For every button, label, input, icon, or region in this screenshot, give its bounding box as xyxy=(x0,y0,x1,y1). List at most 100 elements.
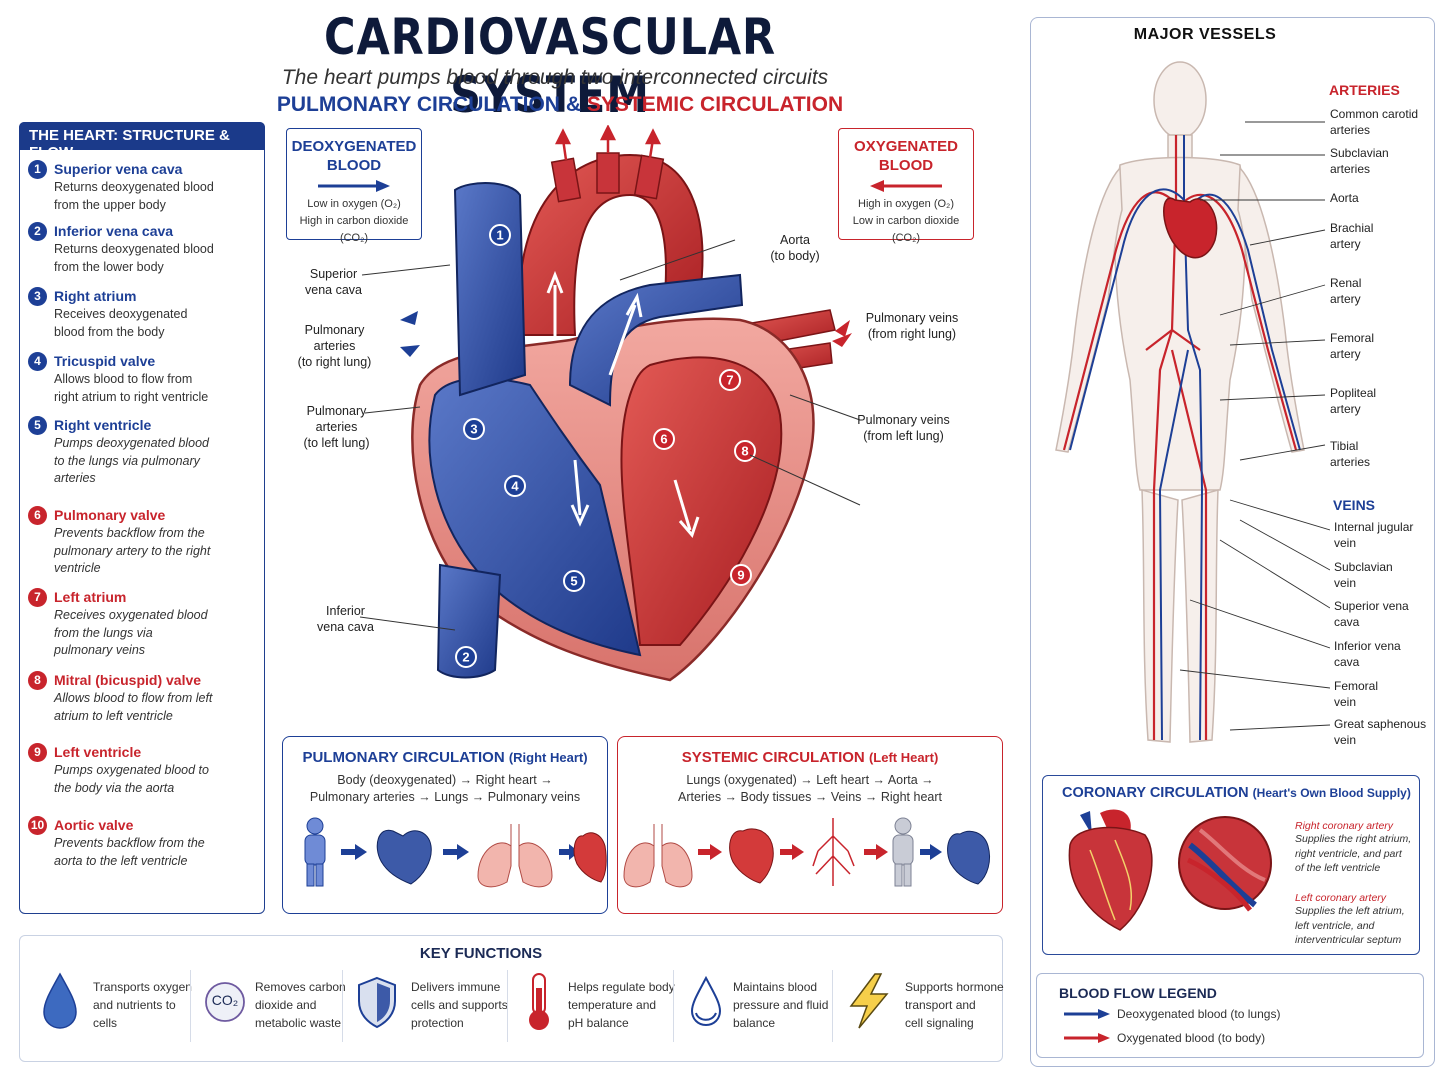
step-description: Allows blood to flow from right atrium t… xyxy=(54,372,209,404)
body-figure-icon xyxy=(304,817,326,887)
step-number-badge: 8 xyxy=(28,671,47,690)
arrow-icon xyxy=(864,844,888,860)
step-number-badge: 5 xyxy=(28,416,47,435)
aorta-branch xyxy=(596,152,620,194)
deoxy-title-1: DEOXYGENATED xyxy=(291,138,417,155)
vein-label: Femoral vein xyxy=(1334,679,1379,709)
aorta-branch xyxy=(633,154,665,200)
fluid-drop-icon xyxy=(690,975,722,1027)
left-chambers xyxy=(620,356,783,646)
vein-label: Superior vena cava xyxy=(1334,599,1409,629)
pa-left-label: Pulmonary arteries (to left lung) xyxy=(303,404,370,450)
step-description: Allows blood to flow from left atrium to… xyxy=(54,691,213,723)
body-figure-icon xyxy=(892,817,914,887)
function-temperature: Helps regulate body temperature and pH b… xyxy=(568,980,675,1030)
pulmonary-box-title: PULMONARY CIRCULATION (Right Heart) xyxy=(302,749,588,766)
deoxy-title-2: BLOOD xyxy=(326,157,382,174)
leader-lines xyxy=(359,239,861,631)
oxy-title-2: BLOOD xyxy=(878,157,934,174)
pulmonary-flow-line-2: Pulmonary arteries → Lungs → Pulmonary v… xyxy=(309,790,581,804)
vein-label: Inferior vena cava xyxy=(1334,639,1401,669)
oxy-title-1: OXYGENATED xyxy=(854,138,958,155)
deoxy-legend-arrow-icon xyxy=(1064,1009,1110,1019)
superior-vena-cava-shape xyxy=(453,182,527,397)
divider xyxy=(832,970,833,1042)
co2-icon xyxy=(205,982,245,1022)
oxy-line-1: High in oxygen (O₂) xyxy=(858,198,954,210)
vein-label: Great saphenous vein xyxy=(1334,717,1427,747)
major-vessels-title: MAJOR VESSELS xyxy=(1133,26,1277,43)
step-title: Aortic valve xyxy=(54,817,134,833)
step-description: Prevents backflow from the aorta to the … xyxy=(54,836,205,868)
coronary-circulation-box xyxy=(1042,775,1420,955)
lca-block: Left coronary artery Supplies the left a… xyxy=(1295,892,1420,948)
step-title: Right atrium xyxy=(54,288,137,304)
blue-heart-icon xyxy=(376,829,432,885)
arrow-icon xyxy=(443,844,469,860)
heart-marker-5: 5 xyxy=(563,570,585,592)
blue-heart-icon xyxy=(947,830,991,885)
vessel-leader-lines xyxy=(1179,121,1330,731)
co2-icon-label: CO₂ xyxy=(211,992,239,1008)
svg-text:3: 3 xyxy=(470,422,477,437)
artery-label: Brachial artery xyxy=(1330,221,1374,251)
function-transport: Transports oxygen and nutrients to cells xyxy=(93,980,192,1030)
oxy-arrow-icon xyxy=(870,180,942,192)
rca-title: Right coronary artery xyxy=(1295,820,1394,832)
lungs-icon xyxy=(623,824,693,888)
artery-label: Tibial arteries xyxy=(1330,439,1371,469)
capillaries-icon xyxy=(812,818,855,886)
step-number-badge: 3 xyxy=(28,287,47,306)
shield-icon xyxy=(358,976,396,1029)
heart-marker-7: 7 xyxy=(719,369,741,391)
flow-arrows xyxy=(546,270,700,538)
right-chambers xyxy=(428,377,642,657)
artery-label: Aorta xyxy=(1330,191,1359,205)
step-number-badge: 1 xyxy=(28,160,47,179)
oxy-legend-arrow-icon xyxy=(1064,1033,1110,1043)
svg-text:4: 4 xyxy=(511,479,519,494)
rca-block: Right coronary artery Supplies the right… xyxy=(1295,820,1420,876)
step-title: Left atrium xyxy=(54,589,127,605)
step-title: Left ventricle xyxy=(54,744,142,760)
vein-label: Internal jugular vein xyxy=(1334,520,1414,550)
svg-text:9: 9 xyxy=(737,568,744,583)
pulmonary-circulation-box: PULMONARY CIRCULATION (Right Heart) Body… xyxy=(282,736,608,914)
step-description: Returns deoxygenated blood from the lowe… xyxy=(54,242,214,274)
lightning-icon xyxy=(849,973,889,1029)
function-pressure: Maintains blood pressure and fluid balan… xyxy=(733,980,829,1030)
step-description: Receives deoxygenated blood from the bod… xyxy=(54,307,188,339)
deoxygenated-blood-box: DEOXYGENATED BLOOD Low in oxygen (O₂) Hi… xyxy=(286,128,422,244)
lca-title: Left coronary artery xyxy=(1295,892,1387,904)
systemic-box-title: SYSTEMIC CIRCULATION (Left Heart) xyxy=(681,749,939,766)
artery-lines xyxy=(1062,135,1298,740)
heart-marker-8: 8 xyxy=(734,440,756,462)
thermometer-icon xyxy=(529,973,549,1030)
heart-marker-9: 9 xyxy=(730,564,752,586)
heart-marker-3: 3 xyxy=(463,418,485,440)
divider xyxy=(342,970,343,1042)
step-number-badge: 10 xyxy=(28,816,47,835)
body-outline xyxy=(1055,61,1305,743)
arrow-icon xyxy=(780,844,804,860)
function-hormone: Supports hormone transport and cell sign… xyxy=(905,980,1004,1030)
artery-label: Common carotid arteries xyxy=(1330,107,1419,137)
svg-text:1: 1 xyxy=(496,228,503,243)
systemic-circuit-label: SYSTEMIC CIRCULATION xyxy=(586,93,844,116)
legend-deoxy: Deoxygenated blood (to lungs) xyxy=(1117,1007,1281,1021)
pulmonary-flow-line-1: Body (deoxygenated) → Right heart → xyxy=(337,773,553,787)
arrow-icon xyxy=(698,844,722,860)
step-description: Prevents backflow from the pulmonary art… xyxy=(54,526,211,575)
pulmonary-vein-arrows xyxy=(832,320,852,347)
body-vessels-illustration xyxy=(1055,61,1305,743)
step-number-badge: 7 xyxy=(28,588,47,607)
